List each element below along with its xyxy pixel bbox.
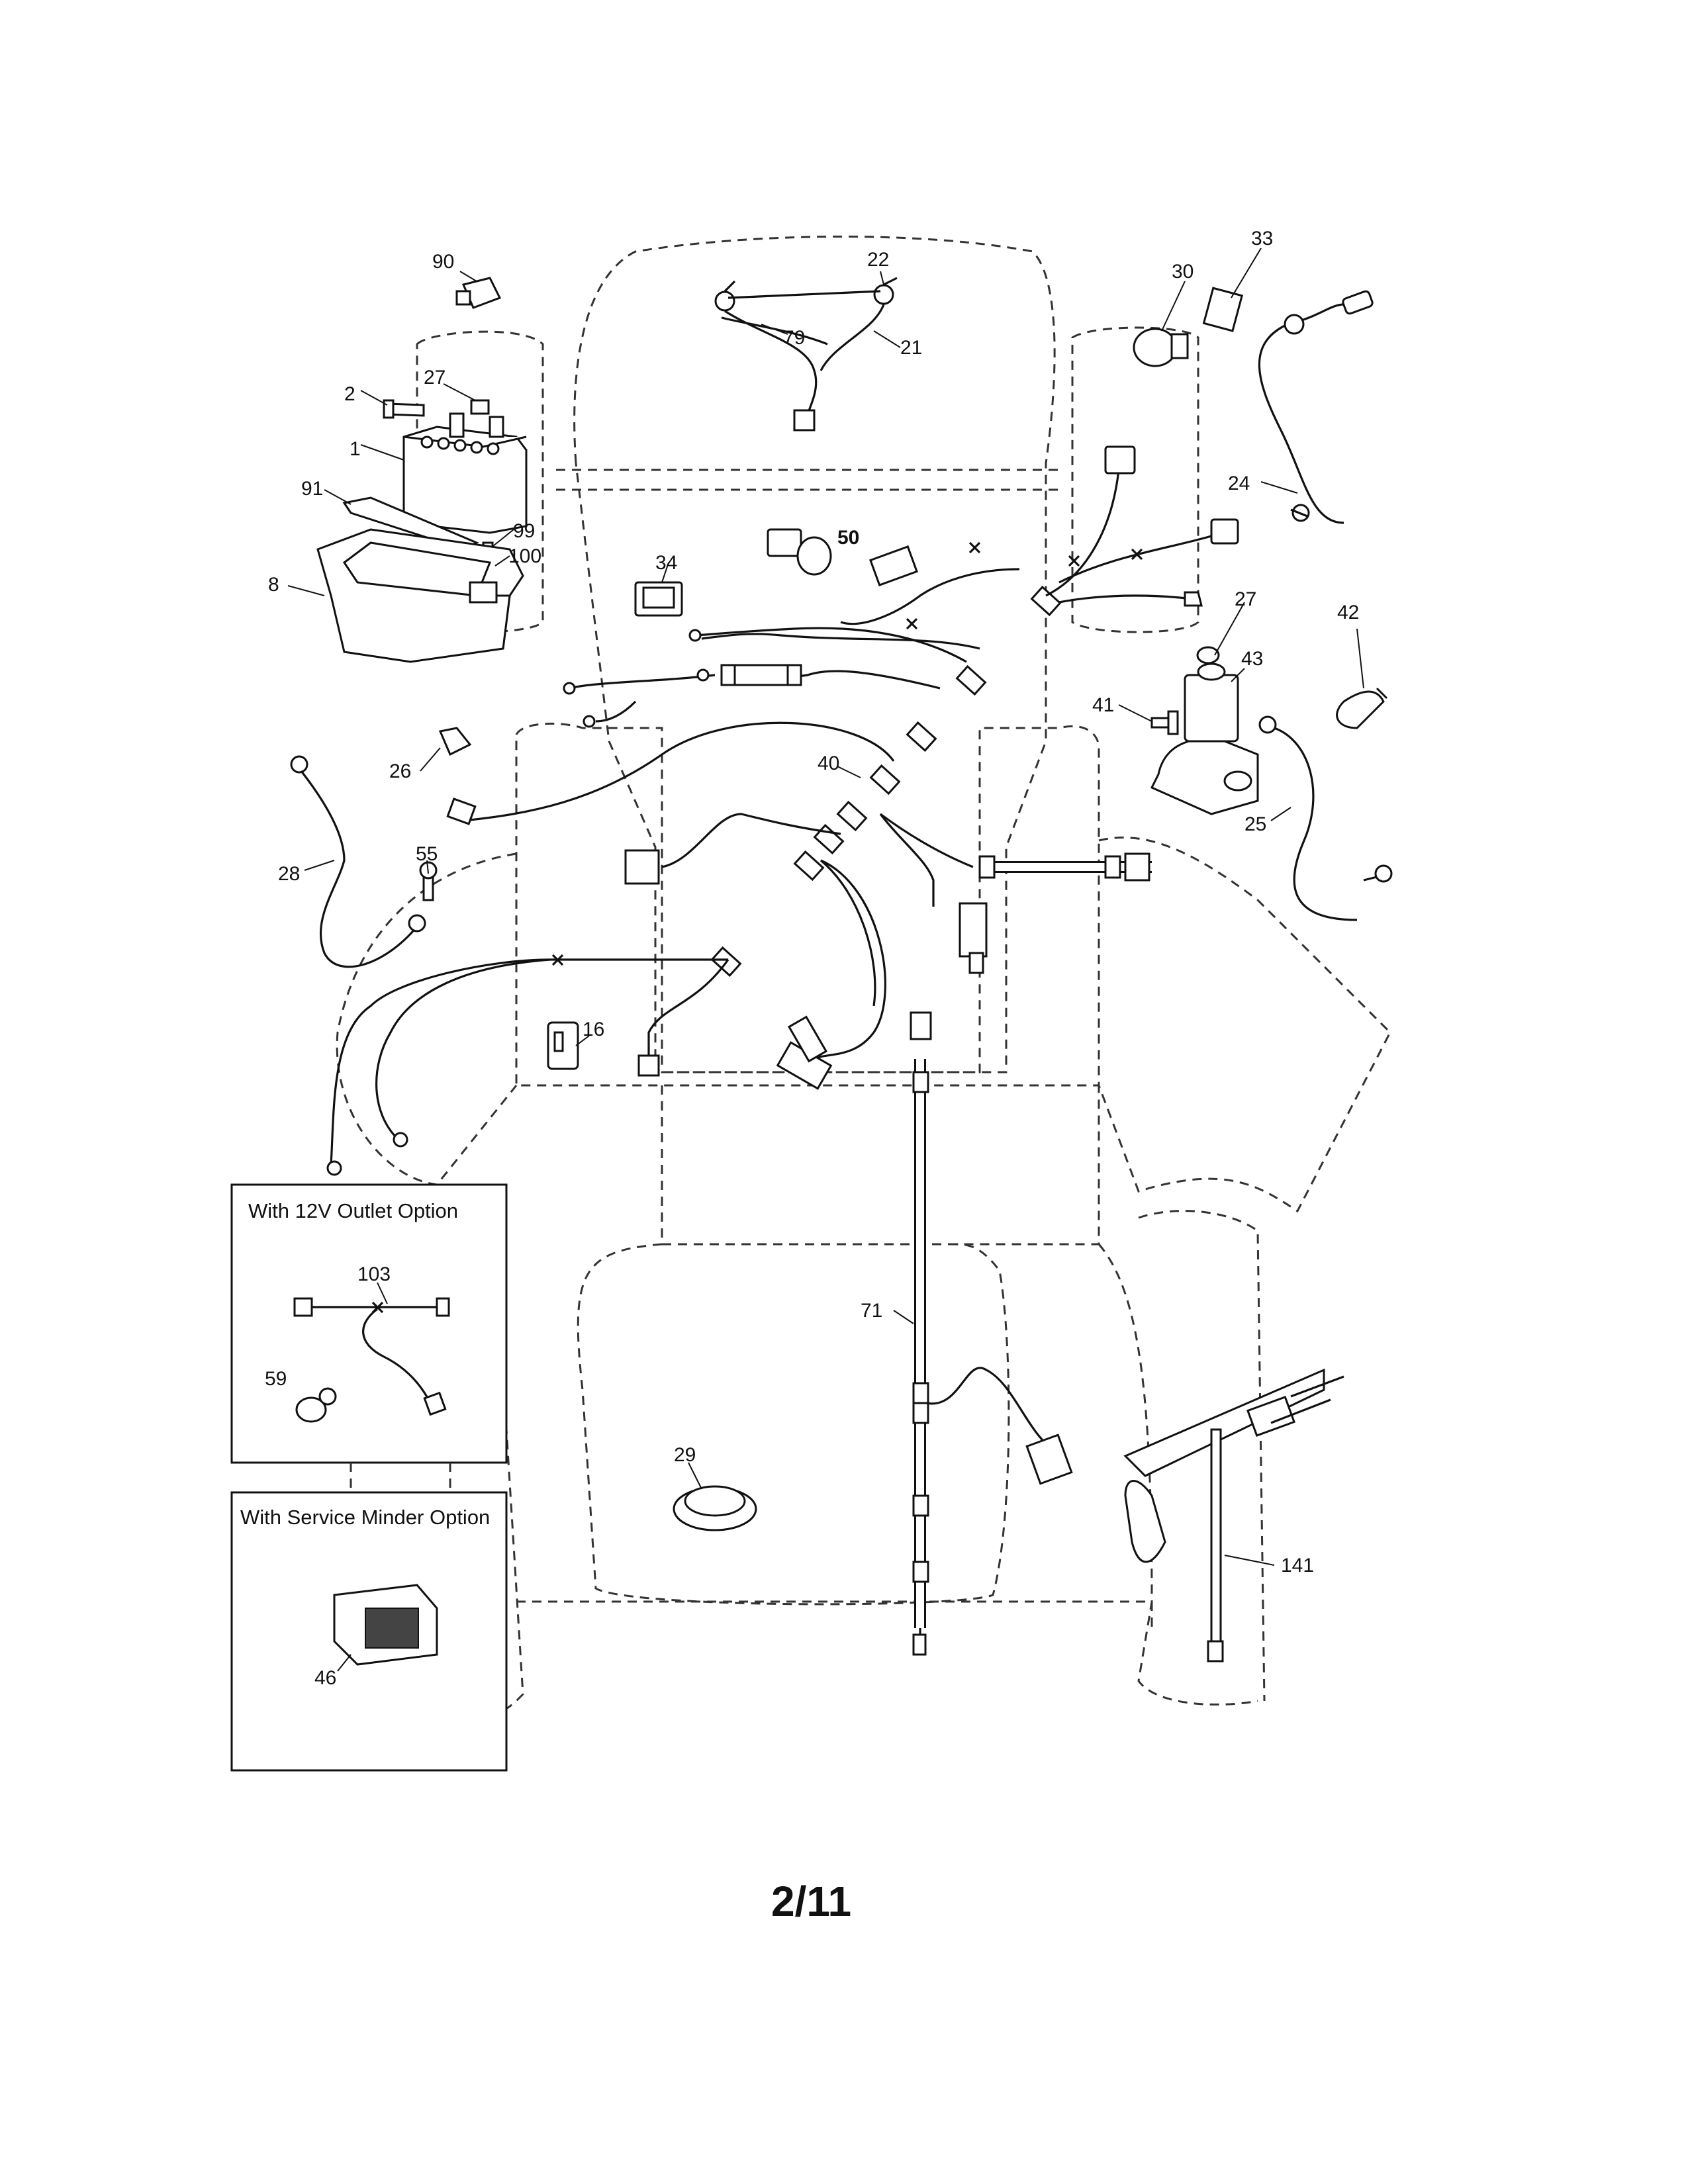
- callout-79: 79: [783, 327, 805, 349]
- callout-55: 55: [416, 843, 438, 865]
- callout-46: 46: [314, 1667, 336, 1689]
- service-option-title: With Service Minder Option: [240, 1506, 490, 1529]
- page-number: 2/11: [771, 1878, 851, 1925]
- seat-switch: [547, 1021, 579, 1070]
- service-option-box: With Service Minder Option: [230, 1491, 508, 1772]
- outlet-option-title: With 12V Outlet Option: [248, 1199, 458, 1222]
- cable-28-group: [290, 727, 472, 968]
- callout-43: 43: [1241, 648, 1263, 670]
- callout-41: 41: [1092, 694, 1114, 716]
- callout-71: 71: [861, 1300, 882, 1322]
- callout-42: 42: [1337, 602, 1359, 623]
- callout-50: 50: [837, 527, 859, 549]
- battery-cable-24: [1258, 290, 1374, 524]
- leader-lines: [287, 248, 1364, 1672]
- callout-34: 34: [655, 552, 677, 574]
- callout-22: 22: [867, 249, 889, 271]
- main-harness: [326, 445, 1239, 1656]
- callout-27-right: 27: [1235, 588, 1256, 610]
- callout-8: 8: [268, 574, 279, 596]
- battery-group: [316, 277, 528, 663]
- callouts: 90 22 79 21 30 33 2 27 1 91 99 100 8 24 …: [265, 228, 1359, 1689]
- rear-switch-141: [1123, 1368, 1344, 1662]
- callout-27-top: 27: [424, 367, 445, 388]
- callout-21: 21: [900, 337, 922, 359]
- callout-40: 40: [818, 752, 839, 774]
- pad-29: [673, 1485, 757, 1531]
- callout-103: 103: [357, 1263, 391, 1285]
- callout-141: 141: [1281, 1555, 1314, 1576]
- callout-26: 26: [389, 760, 411, 782]
- callout-99: 99: [513, 520, 535, 542]
- callout-100: 100: [508, 545, 541, 567]
- callout-24: 24: [1228, 473, 1250, 494]
- solenoid-group: [1150, 646, 1388, 815]
- callout-30: 30: [1172, 261, 1194, 283]
- callout-25: 25: [1244, 813, 1266, 835]
- headlight-group: [714, 277, 898, 432]
- callout-2: 2: [344, 383, 355, 405]
- callout-29: 29: [674, 1444, 696, 1466]
- dash-switches: [634, 528, 832, 617]
- callout-1: 1: [350, 438, 361, 460]
- cable-25: [1258, 715, 1393, 921]
- callout-59: 59: [265, 1368, 287, 1390]
- callout-16: 16: [583, 1019, 604, 1040]
- callout-91: 91: [301, 478, 323, 500]
- ignition-group: [1133, 287, 1244, 367]
- outlet-option-box: With 12V Outlet Option: [230, 1183, 508, 1464]
- callout-33: 33: [1251, 228, 1273, 250]
- callout-90: 90: [432, 251, 454, 273]
- callout-28: 28: [278, 863, 300, 885]
